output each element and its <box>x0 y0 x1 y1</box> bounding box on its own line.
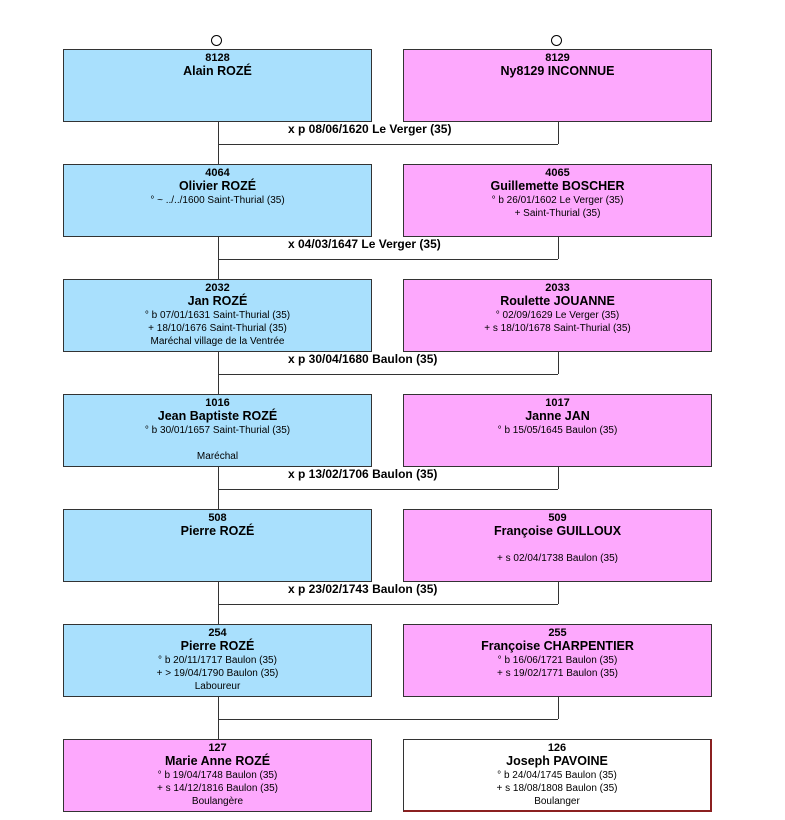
ancestor-circle-left[interactable] <box>211 35 222 46</box>
marriage-label: x p 23/02/1743 Baulon (35) <box>286 582 440 596</box>
person-detail: ° b 24/04/1745 Baulon (35) <box>497 770 617 781</box>
person-detail: Boulanger <box>534 796 580 807</box>
person-number: 8128 <box>205 52 230 64</box>
person-detail: + s 18/10/1678 Saint-Thurial (35) <box>484 323 631 334</box>
person-detail: + s 02/04/1738 Baulon (35) <box>497 553 618 564</box>
person-name: Pierre ROZÉ <box>180 524 255 538</box>
couple-link-right <box>558 697 559 719</box>
person-name: Ny8129 INCONNUE <box>500 64 615 78</box>
marriage-line <box>218 259 558 260</box>
person-name: Jan ROZÉ <box>187 294 248 308</box>
couple-link-left <box>218 122 219 164</box>
person-detail: + Saint-Thurial (35) <box>514 208 601 219</box>
person-detail: ° b 30/01/1657 Saint-Thurial (35) <box>144 425 291 436</box>
person-number: 509 <box>548 512 567 524</box>
person-name: Roulette JOUANNE <box>500 294 615 308</box>
person-name: Guillemette BOSCHER <box>490 179 625 193</box>
person-number: 255 <box>548 627 567 639</box>
couple-link-right <box>558 237 559 259</box>
person-number: 2033 <box>545 282 570 294</box>
couple-link-right <box>558 467 559 489</box>
marriage-line <box>218 604 558 605</box>
person-detail: ° b 19/04/1748 Baulon (35) <box>157 770 278 781</box>
person-number: 126 <box>547 742 567 754</box>
person-name: Janne JAN <box>525 409 590 423</box>
person-number: 1016 <box>205 397 230 409</box>
person-detail: ° 02/09/1629 Le Verger (35) <box>495 310 620 321</box>
person-detail: ° b 26/01/1602 Le Verger (35) <box>491 195 624 206</box>
ancestor-circle-right[interactable] <box>551 35 562 46</box>
person-detail: ° b 20/11/1717 Baulon (35) <box>158 655 277 666</box>
person-number: 2032 <box>205 282 230 294</box>
marriage-label: x p 13/02/1706 Baulon (35) <box>286 467 440 481</box>
marriage-line <box>218 374 558 375</box>
couple-link-right <box>558 582 559 604</box>
person-detail: ° b 15/05/1645 Baulon (35) <box>497 425 618 436</box>
marriage-label: x p 08/06/1620 Le Verger (35) <box>286 122 454 136</box>
person-detail: ° b 07/01/1631 Saint-Thurial (35) <box>144 310 291 321</box>
person-name: Alain ROZÉ <box>183 64 252 78</box>
person-detail: Maréchal <box>196 451 239 462</box>
couple-link-left <box>218 467 219 509</box>
person-detail: Boulangère <box>191 796 244 807</box>
marriage-line <box>218 719 558 720</box>
person-number: 4065 <box>545 167 570 179</box>
couple-link-right <box>558 122 559 144</box>
person-detail <box>64 437 371 450</box>
person-name: Françoise CHARPENTIER <box>481 639 634 653</box>
person-detail: + 18/10/1676 Saint-Thurial (35) <box>148 323 287 334</box>
person-name: Marie Anne ROZÉ <box>164 754 271 768</box>
person-number: 254 <box>208 627 227 639</box>
person-number: 127 <box>208 742 227 754</box>
person-name: Pierre ROZÉ <box>180 639 255 653</box>
person-detail: Laboureur <box>194 681 241 692</box>
person-name: Françoise GUILLOUX <box>493 524 622 538</box>
couple-link-left <box>218 352 219 394</box>
marriage-label: x p 30/04/1680 Baulon (35) <box>286 352 440 366</box>
person-detail: ° ~ ../../1600 Saint-Thurial (35) <box>150 195 285 206</box>
person-name: Joseph PAVOINE <box>506 754 608 768</box>
person-detail: + s 19/02/1771 Baulon (35) <box>497 668 618 679</box>
couple-link-left <box>218 582 219 624</box>
person-number: 4064 <box>205 167 230 179</box>
person-name: Jean Baptiste ROZÉ <box>157 409 278 423</box>
marriage-label: x 04/03/1647 Le Verger (35) <box>286 237 443 251</box>
person-detail: + > 19/04/1790 Baulon (35) <box>156 668 279 679</box>
person-number: 1017 <box>545 397 570 409</box>
person-name: Olivier ROZÉ <box>178 179 257 193</box>
marriage-line <box>218 489 558 490</box>
person-detail: + s 14/12/1816 Baulon (35) <box>157 783 278 794</box>
person-detail: + s 18/08/1808 Baulon (35) <box>496 783 618 794</box>
person-number: 8129 <box>545 52 570 64</box>
person-number: 508 <box>208 512 227 524</box>
couple-link-right <box>558 352 559 374</box>
marriage-line <box>218 144 558 145</box>
person-detail: ° b 16/06/1721 Baulon (35) <box>497 655 618 666</box>
person-detail <box>404 539 711 552</box>
couple-link-left <box>218 237 219 279</box>
couple-link-left <box>218 697 219 739</box>
person-detail: Maréchal village de la Ventrée <box>150 336 285 347</box>
